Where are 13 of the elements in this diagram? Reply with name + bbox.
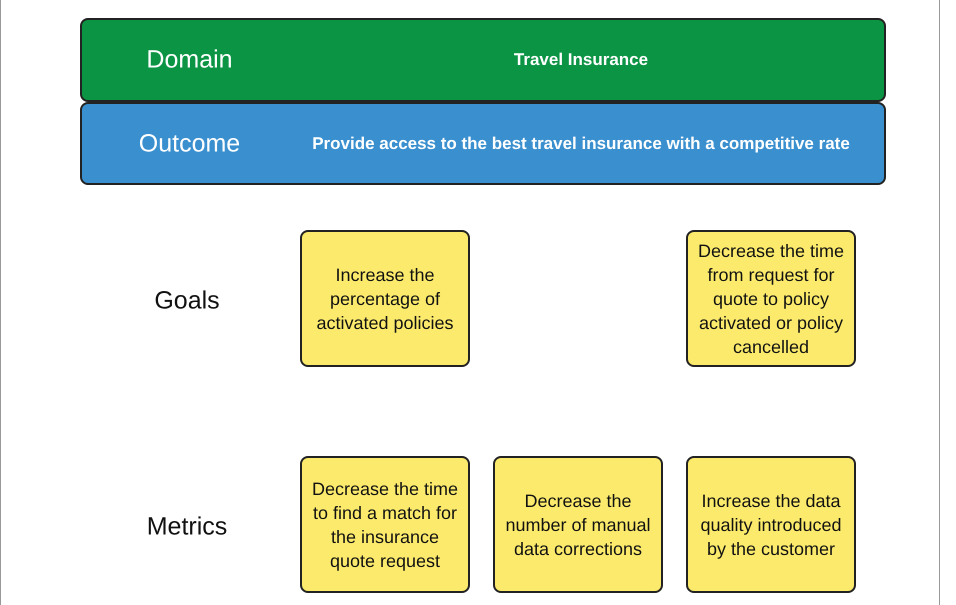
sticky-note: Increase the percentage of activated policies xyxy=(300,230,470,367)
sticky-note: Increase the data quality introduced by the customer xyxy=(686,456,856,593)
row-heading: Domain xyxy=(145,46,234,74)
row-heading: Outcome xyxy=(138,129,242,158)
sticky-note: Decrease the time to find a match for the insurance quote request xyxy=(300,456,470,593)
header-band xyxy=(80,18,886,102)
row-label: Metrics xyxy=(146,512,228,542)
row-label: Goals xyxy=(154,286,220,316)
row-text: Travel Insurance xyxy=(512,50,650,70)
row-text: Provide access to the best travel insurance with a competitive rate xyxy=(311,134,851,154)
sticky-note: Decrease the time from request for quote to policy activated or policy cancelled xyxy=(686,230,856,367)
header-band xyxy=(80,102,886,185)
sticky-note: Decrease the number of manual data corrections xyxy=(493,456,663,593)
